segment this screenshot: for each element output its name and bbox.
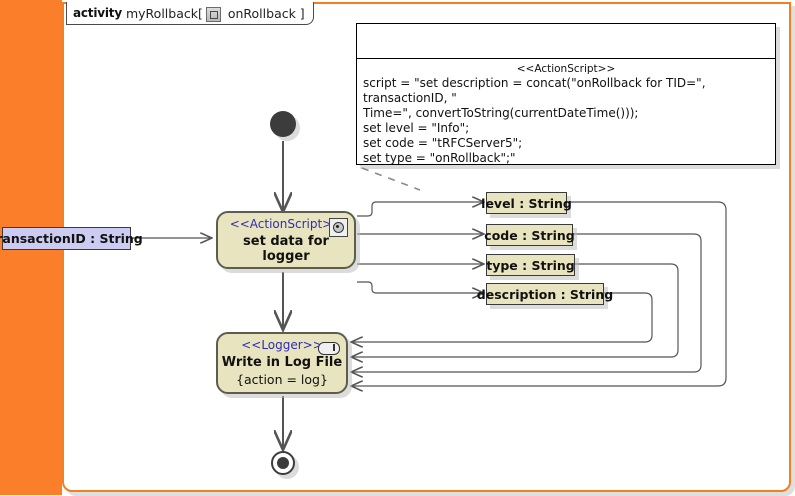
pin-level-label: level : String <box>481 195 572 211</box>
pin-type-label: type : String <box>486 257 575 273</box>
action-node-write-in-log-file[interactable]: <<Logger>> Write in Log File {action = l… <box>216 332 348 394</box>
class-diagram-icon <box>205 6 221 22</box>
activity-name: myRollback[ <box>125 5 203 21</box>
pin-type[interactable]: type : String <box>486 254 575 276</box>
logger-node-label: Write in Log File <box>221 355 343 370</box>
logger-pill-icon <box>318 342 340 355</box>
note-script-text: script = "set description = concat("onRo… <box>363 76 706 165</box>
pin-code-label: code : String <box>484 227 575 243</box>
pin-code[interactable]: code : String <box>484 224 575 246</box>
note-stereotype: <<ActionScript>> <box>516 63 616 75</box>
action-script-note: <<ActionScript>> script = "set descripti… <box>356 23 776 165</box>
logger-node-stereotype: <<Logger>> <box>241 338 323 352</box>
input-parameter-transactionid[interactable]: transactionID : String <box>0 227 143 250</box>
action-node-label: set data for logger <box>243 234 329 264</box>
initial-node <box>270 111 296 137</box>
activity-parameter: onRollback ] <box>227 5 305 21</box>
note-content: <<ActionScript>> script = "set descripti… <box>357 58 775 166</box>
pin-level[interactable]: level : String <box>481 192 572 214</box>
activity-keyword: activity <box>73 6 122 20</box>
activity-final-node-center <box>277 457 289 469</box>
pin-description-label: description : String <box>476 286 614 302</box>
activity-final-node <box>271 451 295 475</box>
pin-description[interactable]: description : String <box>477 283 613 305</box>
action-node-stereotype: <<ActionScript>> <box>229 217 343 231</box>
input-parameter-label: transactionID : String <box>0 231 143 246</box>
note-fold-corner-icon <box>752 24 775 47</box>
action-node-set-data-for-logger[interactable]: <<ActionScript>> set data for logger <box>216 211 356 269</box>
script-gear-icon <box>329 218 348 237</box>
logger-node-tag: {action = log} <box>236 372 328 387</box>
activity-frame-label: activity myRollback[ onRollback ] <box>66 2 314 25</box>
